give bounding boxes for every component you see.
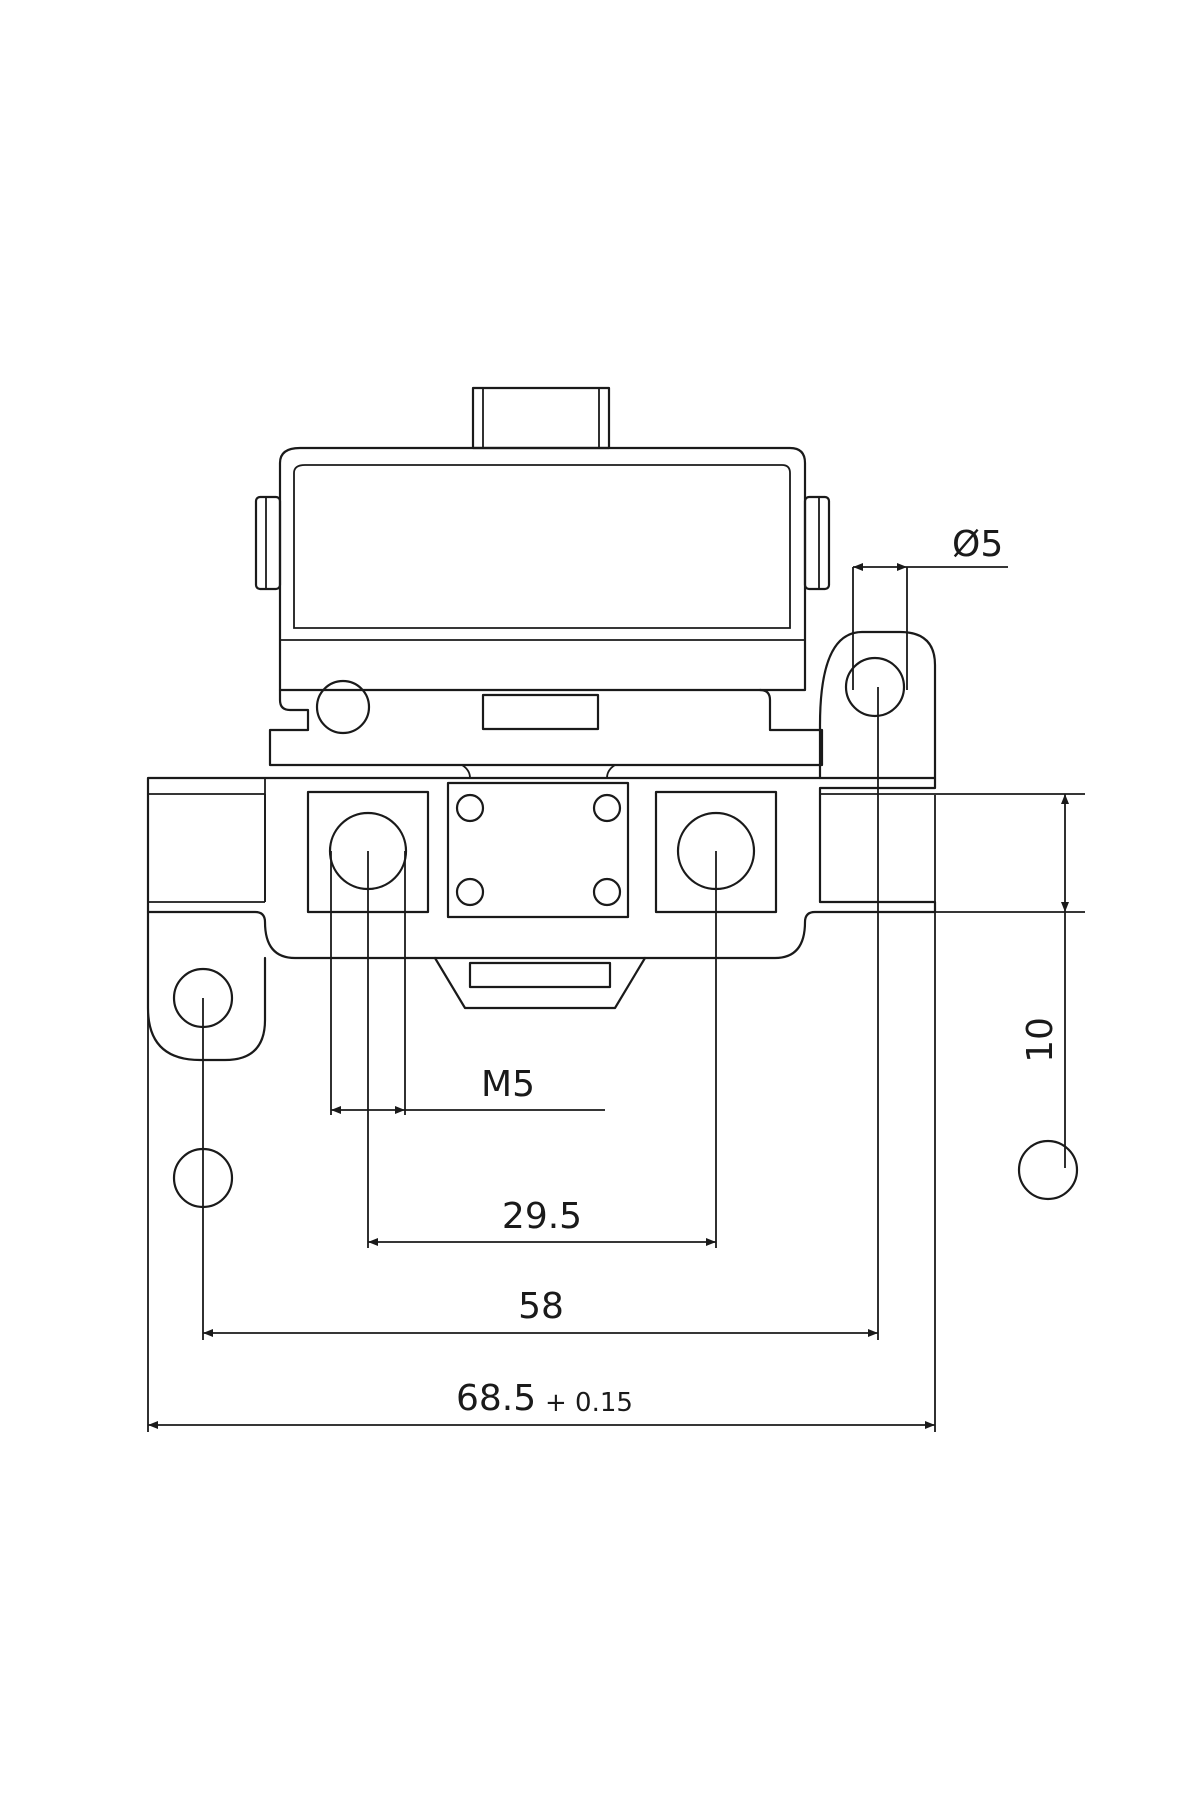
center-plate [446,781,630,919]
reference-circle-right [1017,1139,1079,1201]
center-slot [481,693,600,731]
cover-inner [293,464,791,629]
label-terminal-spacing: 29.5 [502,1196,582,1237]
left-clip [254,495,282,591]
left-mounting-ear [146,910,267,1062]
reference-circle-left [172,1147,234,1209]
cover-outer [278,446,807,692]
base-plate [146,776,937,960]
pin-circle-left [315,679,371,735]
label-thread: M5 [481,1064,535,1105]
extension-lines [147,567,1085,1432]
right-mount-hole [844,656,906,718]
right-clip [803,495,831,591]
label-overall-width: 68.5 [456,1378,536,1419]
label-height-offset: 10 [1020,1017,1061,1063]
dimension-lines [148,563,1079,1429]
label-overall-tolerance: + 0.15 [545,1388,633,1418]
dimension-labels: Ø5 M5 29.5 58 68.5 + 0.15 10 [456,524,1061,1419]
bottom-trapezoid [433,956,647,1010]
label-mount-spacing: 58 [518,1286,564,1327]
label-diameter: Ø5 [952,524,1003,565]
bottom-slot [468,961,612,989]
top-tab [471,386,611,450]
right-mounting-ear [818,630,937,780]
fuse-holder-outline [146,386,937,1062]
